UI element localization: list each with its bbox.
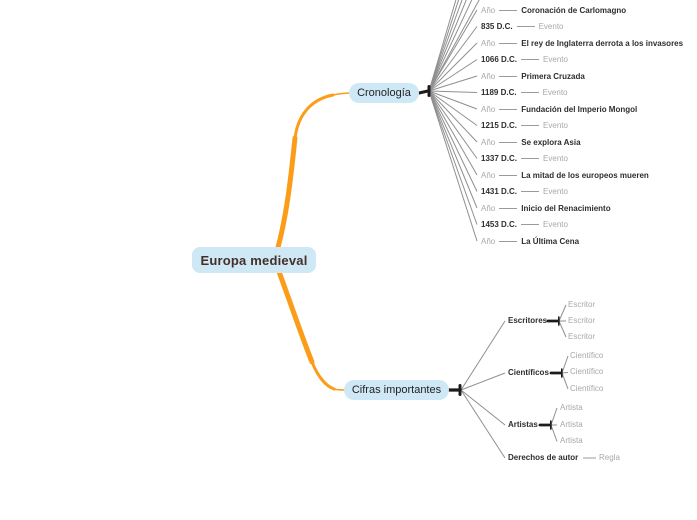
cronologia-fan-lines [428, 9, 478, 242]
timeline-row: Año Primera Cruzada [481, 70, 585, 82]
timeline-row: Año Inicio del Renacimiento [481, 202, 611, 214]
leaf-label[interactable]: Científico [570, 367, 604, 376]
root-label: Europa medieval [200, 252, 308, 268]
timeline-row: Año El rey de Inglaterra derrota a los i… [481, 37, 683, 49]
connector-line [499, 9, 518, 11]
leaf-label[interactable]: Escritor [568, 300, 596, 309]
connector-line [521, 157, 540, 159]
timeline-node-label[interactable]: Evento [543, 120, 568, 130]
timeline-row: 835 D.C. Evento [481, 20, 563, 32]
connector-line [499, 240, 518, 242]
leaf-label[interactable]: Escritor [568, 332, 596, 341]
connector-line [521, 223, 540, 225]
timeline-node-label[interactable]: La mitad de los europeos mueren [521, 170, 649, 180]
timeline-row: Año La Última Cena [481, 235, 579, 247]
timeline-row: Año Coronación de Carlomagno [481, 4, 626, 16]
connector-line [521, 124, 540, 126]
timeline-node-label[interactable]: Evento [543, 219, 568, 229]
group-label-cientificos[interactable]: Científicos [508, 368, 549, 377]
cronologia-label: Cronología [357, 87, 411, 99]
artistas-fan-lines [550, 407, 558, 442]
timeline-row: 1431 D.C. Evento [481, 185, 568, 197]
branch-stubs[interactable] [417, 85, 563, 430]
timeline-node-label[interactable]: Año [481, 236, 496, 246]
timeline-node-label[interactable]: Evento [543, 153, 568, 163]
timeline-node-label[interactable]: 1066 D.C. [481, 54, 518, 64]
timeline-node-label[interactable]: 1215 D.C. [481, 120, 518, 130]
timeline-node-label[interactable]: Año [481, 71, 496, 81]
timeline-node-label[interactable]: Se explora Asia [521, 137, 581, 147]
timeline-node-label[interactable]: Fundación del Imperio Mongol [521, 104, 638, 114]
timeline-row: 1453 D.C. Evento [481, 218, 568, 230]
timeline-node-label[interactable]: Coronación de Carlomagno [521, 5, 627, 15]
timeline-row: 1337 D.C. Evento [481, 152, 568, 164]
leaf-label[interactable]: Escritor [568, 316, 596, 325]
timeline-node-label[interactable]: El rey de Inglaterra derrota a los invas… [521, 38, 684, 48]
timeline-node-label[interactable]: Primera Cruzada [521, 71, 585, 81]
timeline-node-label[interactable]: Año [481, 104, 496, 114]
connector-line [499, 207, 518, 209]
cifras-fan-lines [460, 320, 506, 459]
branch-curve-cronologia [274, 92, 353, 254]
cifras-label: Cifras importantes [351, 384, 442, 396]
timeline-node-label[interactable]: Evento [543, 186, 568, 196]
timeline-row: Año Fundación del Imperio Mongol [481, 103, 637, 115]
timeline-node-label[interactable]: Año [481, 38, 496, 48]
timeline-node-label[interactable]: Año [481, 137, 496, 147]
timeline-node-label[interactable]: Evento [542, 87, 568, 97]
timeline-node-label[interactable]: Año [481, 203, 496, 213]
group-label-escritores[interactable]: Escritores [508, 316, 548, 325]
timeline-row: 1066 D.C. Evento [481, 53, 568, 65]
cientificos-fan-lines [561, 355, 569, 390]
timeline-node-label[interactable]: 1431 D.C. [481, 186, 518, 196]
timeline-node-label[interactable]: Evento [543, 54, 568, 64]
group-label-derechos-de-autor[interactable]: Derechos de autor [508, 453, 579, 462]
branch-curve-cifras [275, 266, 346, 391]
connector-line [499, 174, 518, 176]
timeline-node-label[interactable]: Evento [538, 21, 564, 31]
leaf-label[interactable]: Regla [599, 453, 620, 462]
leaf-label[interactable]: Científico [570, 351, 604, 360]
timeline-node-label[interactable]: Inicio del Renacimiento [521, 203, 611, 213]
group-label-artistas[interactable]: Artistas [508, 420, 538, 429]
connector-line [521, 190, 540, 192]
mindmap-node-cronologia[interactable]: Cronología [349, 83, 419, 103]
timeline-node-label[interactable]: Año [481, 170, 496, 180]
escritores-fan-lines [558, 304, 567, 338]
cronologia-fan-lines-cropped [428, 0, 480, 92]
connector-line [499, 42, 518, 44]
timeline-node-label[interactable]: 1189 D.C. [481, 87, 517, 97]
connector-line [499, 75, 518, 77]
timeline-row: Año Se explora Asia [481, 136, 581, 148]
mindmap-node-root[interactable]: Europa medieval [192, 247, 316, 273]
timeline-node-label[interactable]: 835 D.C. [481, 21, 513, 31]
timeline-row: 1215 D.C. Evento [481, 119, 568, 131]
timeline-row: 1189 D.C. Evento [481, 86, 567, 98]
timeline-row: Año La mitad de los europeos mueren [481, 169, 649, 181]
connector-line [520, 91, 539, 93]
leaf-label[interactable]: Científico [570, 384, 604, 393]
connector-line [516, 25, 535, 27]
mindmap-node-cifras-importantes[interactable]: Cifras importantes [344, 380, 449, 400]
timeline-node-label[interactable]: La Última Cena [521, 236, 580, 246]
timeline-node-label[interactable]: 1337 D.C. [481, 153, 518, 163]
connector-line [521, 58, 540, 60]
connector-line [499, 108, 518, 110]
timeline-node-label[interactable]: Año [481, 5, 496, 15]
leaf-label[interactable]: Artista [560, 403, 583, 412]
connector-line [499, 141, 518, 143]
leaf-label[interactable]: Artista [560, 420, 583, 429]
leaf-label[interactable]: Artista [560, 436, 583, 445]
timeline-node-label[interactable]: 1453 D.C. [481, 219, 518, 229]
